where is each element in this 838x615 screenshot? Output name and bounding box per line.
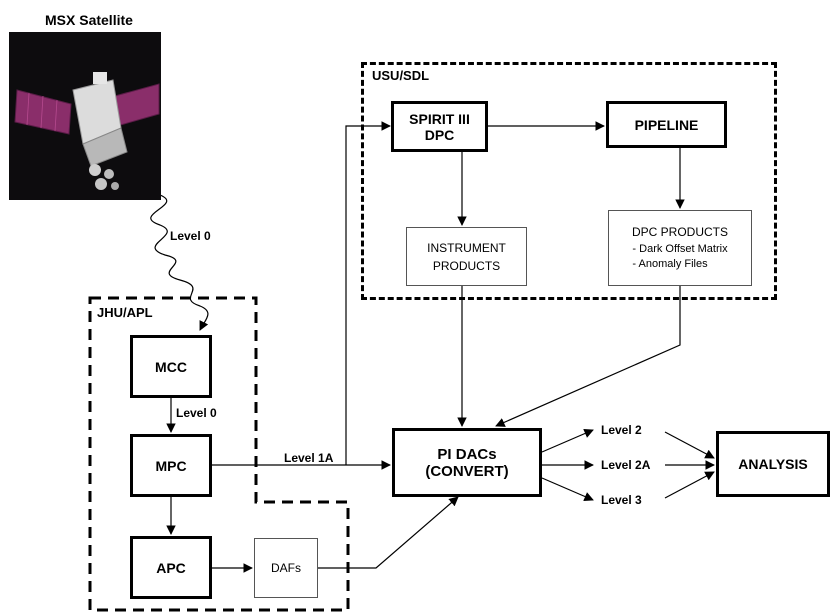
instrument-products-line1: INSTRUMENT <box>427 240 506 255</box>
dpc-products-item: - Anomaly Files <box>632 257 708 270</box>
mpc-label: MPC <box>155 457 187 474</box>
arrow-dafs-to-pidacs <box>318 496 459 569</box>
wavy-downlink-line <box>150 194 209 331</box>
mcc-label: MCC <box>155 358 187 375</box>
dpc-products-box: DPC PRODUCTS - Dark Offset Matrix - Anom… <box>608 210 752 286</box>
jhu-apl-label: JHU/APL <box>97 305 153 320</box>
dafs-label: DAFs <box>271 561 301 575</box>
dpc-products-list: - Dark Offset Matrix - Anomaly Files <box>632 242 727 272</box>
usu-sdl-label: USU/SDL <box>372 68 430 83</box>
level-2a-label: Level 2A <box>601 458 651 472</box>
satellite-title: MSX Satellite <box>45 12 133 28</box>
level-3-label: Level 3 <box>601 493 642 507</box>
analysis-box: ANALYSIS <box>716 431 830 497</box>
arrow-dpc-products-to-pidacs <box>495 286 681 427</box>
jhu-apl-region <box>88 296 350 612</box>
spirit-iii-dpc-box: SPIRIT III DPC <box>391 101 488 152</box>
level-0-mcc-mpc-label: Level 0 <box>176 406 217 420</box>
arrow-level3-to-analysis <box>664 471 715 499</box>
instrument-products-box: INSTRUMENT PRODUCTS <box>406 227 527 286</box>
instrument-products-line2: PRODUCTS <box>432 258 501 273</box>
dpc-products-item: - Dark Offset Matrix <box>632 242 728 255</box>
arrow-pidacs-to-level3 <box>541 477 594 501</box>
mcc-box: MCC <box>130 335 212 398</box>
arrow-mpc-branch-to-spirit <box>345 121 391 465</box>
level-0-downlink-label: Level 0 <box>170 229 211 243</box>
usu-sdl-region <box>361 62 777 300</box>
analysis-label: ANALYSIS <box>738 456 808 472</box>
apc-label: APC <box>156 559 186 576</box>
arrow-pidacs-to-level2 <box>541 429 594 453</box>
level-1a-label: Level 1A <box>284 451 334 465</box>
dpc-products-title: DPC PRODUCTS <box>631 224 728 239</box>
pipeline-label: PIPELINE <box>634 116 699 133</box>
pi-dacs-line2: (CONVERT) <box>425 462 509 480</box>
mpc-box: MPC <box>130 434 212 497</box>
pi-dacs-line1: PI DACs <box>437 445 497 463</box>
arrow-level2-to-analysis <box>664 431 715 459</box>
apc-box: APC <box>130 536 212 599</box>
pipeline-box: PIPELINE <box>606 101 727 148</box>
satellite-graphic <box>14 72 160 190</box>
level-2-label: Level 2 <box>601 423 642 437</box>
satellite-image <box>9 32 161 200</box>
spirit-iii-dpc-label: SPIRIT III DPC <box>409 110 470 143</box>
dafs-box: DAFs <box>254 538 318 598</box>
pi-dacs-box: PI DACs (CONVERT) <box>392 428 542 497</box>
